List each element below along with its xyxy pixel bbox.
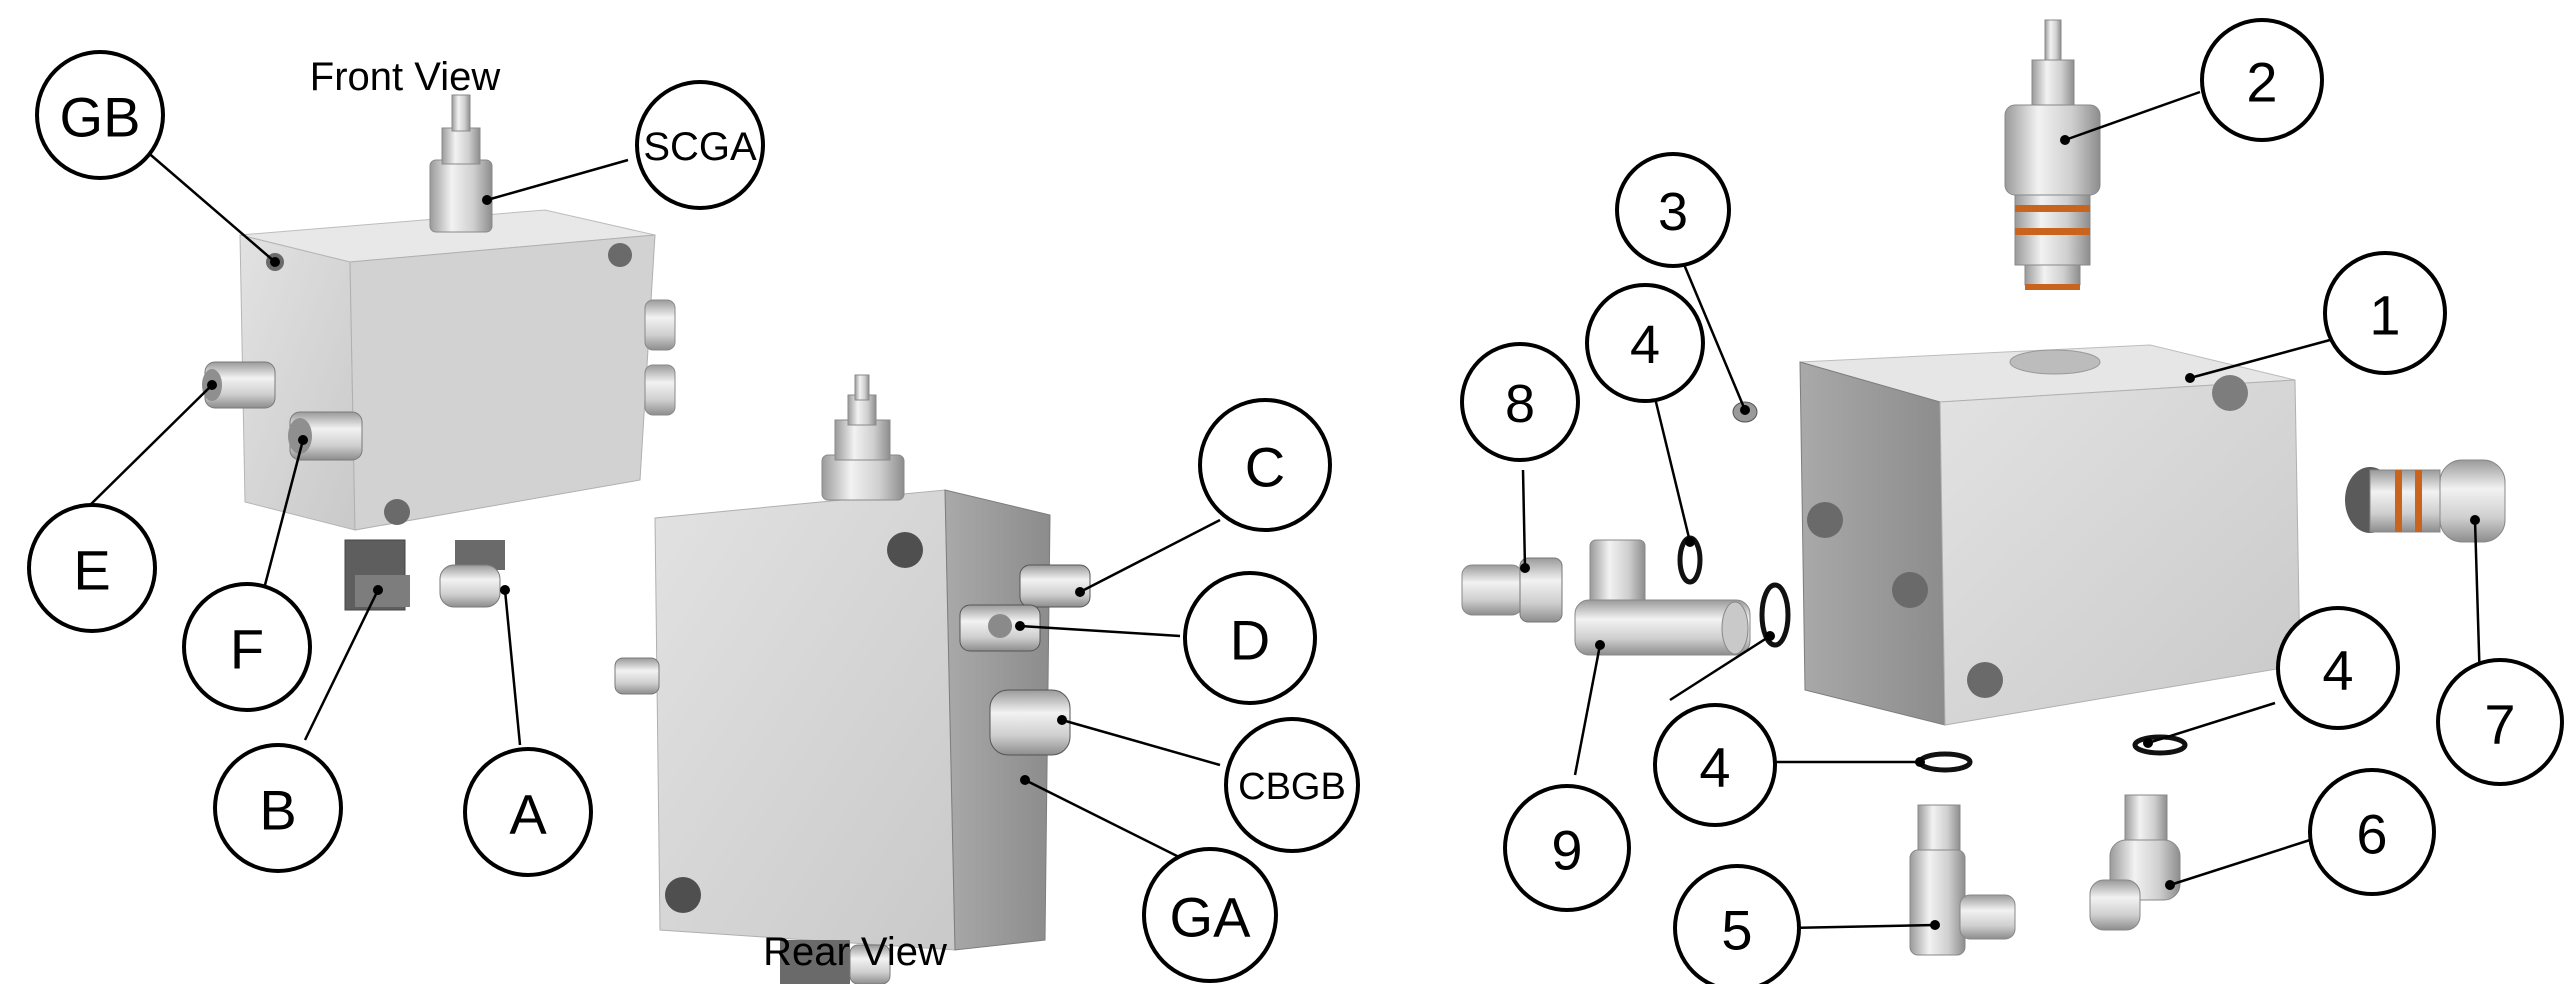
callout-6: 6	[2308, 768, 2436, 896]
svg-text:4: 4	[2322, 639, 2353, 702]
svg-text:7: 7	[2484, 693, 2515, 756]
callout-8: 8	[1460, 342, 1580, 462]
svg-text:GA: GA	[1170, 886, 1252, 949]
svg-text:CBGB: CBGB	[1238, 766, 1346, 808]
part-1-block-face	[1799, 361, 1946, 726]
part-6-elbow	[2089, 794, 2181, 931]
part-7-cartridge	[2345, 459, 2506, 543]
rear-view-assembly	[614, 374, 1091, 984]
callout-d: D	[1183, 571, 1317, 705]
svg-text:F: F	[230, 618, 264, 681]
callout-scga: SCGA	[635, 80, 765, 210]
callout-5: 5	[1673, 864, 1801, 984]
part-5-fitting	[1909, 804, 2016, 956]
front-view-assembly	[202, 94, 676, 611]
svg-text:A: A	[509, 783, 547, 846]
rear-view-label: Rear View	[763, 930, 947, 974]
svg-text:B: B	[259, 779, 296, 842]
front-block-side	[349, 234, 656, 531]
leader-lines	[84, 90, 2482, 930]
svg-text:1: 1	[2369, 284, 2400, 347]
callout-cbgb: CBGB	[1224, 717, 1360, 853]
callout-e: E	[27, 503, 157, 633]
part-4-oring-c	[1917, 751, 1973, 773]
callout-gb: GB	[35, 50, 165, 180]
callout-c: C	[1198, 398, 1332, 532]
svg-text:D: D	[1230, 609, 1270, 672]
svg-text:2: 2	[2246, 51, 2277, 114]
callout-1: 1	[2323, 251, 2447, 375]
part-9-tee	[1574, 539, 1751, 656]
callout-a: A	[463, 747, 593, 877]
svg-text:E: E	[73, 539, 110, 602]
callout-f: F	[182, 582, 312, 712]
callout-4-top: 4	[1585, 283, 1705, 403]
svg-text:C: C	[1245, 436, 1285, 499]
callout-9: 9	[1503, 784, 1631, 912]
exploded-view	[1461, 19, 2506, 956]
svg-text:9: 9	[1551, 819, 1582, 882]
callout-7: 7	[2436, 658, 2564, 786]
part-4-oring-d	[2132, 734, 2188, 756]
svg-text:5: 5	[1721, 899, 1752, 962]
callout-ga: GA	[1142, 847, 1278, 983]
part-4-oring-b	[1759, 582, 1791, 648]
svg-text:8: 8	[1505, 374, 1535, 434]
part-8-fitting	[1461, 557, 1563, 623]
callout-4-right: 4	[2276, 606, 2400, 730]
part-2-cartridge	[2004, 19, 2101, 290]
callout-3: 3	[1615, 152, 1731, 268]
callout-b: B	[213, 743, 343, 873]
svg-text:4: 4	[1699, 736, 1730, 799]
svg-text:GB: GB	[60, 86, 141, 149]
front-view-label: Front View	[310, 55, 501, 99]
callout-2: 2	[2200, 18, 2324, 142]
svg-text:4: 4	[1630, 315, 1660, 375]
svg-text:3: 3	[1658, 182, 1688, 242]
svg-text:6: 6	[2356, 803, 2387, 866]
svg-text:SCGA: SCGA	[643, 125, 757, 169]
callout-4-bottom: 4	[1653, 703, 1777, 827]
